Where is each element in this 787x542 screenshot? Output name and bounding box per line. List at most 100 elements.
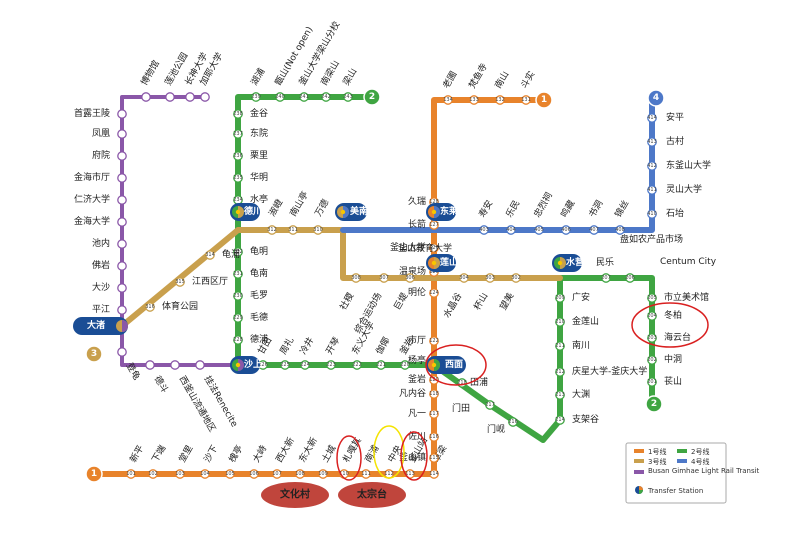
station-marker[interactable] <box>233 313 243 323</box>
station-marker[interactable] <box>443 95 453 105</box>
station-marker[interactable] <box>117 151 127 161</box>
station-marker[interactable] <box>148 469 158 479</box>
station-marker[interactable] <box>343 92 353 102</box>
station-marker[interactable] <box>485 273 495 283</box>
station-marker[interactable] <box>647 161 657 171</box>
station-marker[interactable] <box>647 333 657 343</box>
station-marker[interactable] <box>379 273 389 283</box>
station-marker[interactable] <box>295 469 305 479</box>
station-marker[interactable] <box>200 92 210 102</box>
station-marker[interactable] <box>145 360 155 370</box>
transfer-hub[interactable]: 西面 <box>426 356 466 374</box>
station-marker[interactable] <box>275 92 285 102</box>
station-marker[interactable] <box>555 341 565 351</box>
station-marker[interactable] <box>280 360 290 370</box>
station-marker[interactable] <box>249 469 259 479</box>
station-marker[interactable] <box>429 336 439 346</box>
station-marker[interactable] <box>233 335 243 345</box>
station-marker[interactable] <box>561 225 571 235</box>
station-marker[interactable] <box>233 291 243 301</box>
station-marker[interactable] <box>233 151 243 161</box>
station-marker[interactable] <box>429 389 439 399</box>
station-marker[interactable] <box>117 217 127 227</box>
station-marker[interactable] <box>429 409 439 419</box>
station-marker[interactable] <box>117 239 127 249</box>
station-marker[interactable] <box>647 137 657 147</box>
transfer-hub[interactable]: 莲山 <box>426 254 458 272</box>
station-marker[interactable] <box>185 92 195 102</box>
transfer-hub[interactable]: 大渚 <box>73 317 128 335</box>
station-marker[interactable] <box>225 469 235 479</box>
station-marker[interactable] <box>117 109 127 119</box>
station-marker[interactable] <box>233 247 243 257</box>
station-marker[interactable] <box>141 92 151 102</box>
station-marker[interactable] <box>233 173 243 183</box>
station-marker[interactable] <box>351 273 361 283</box>
station-marker[interactable] <box>506 225 516 235</box>
station-marker[interactable] <box>267 225 277 235</box>
station-marker[interactable] <box>647 377 657 387</box>
station-marker[interactable] <box>485 400 495 410</box>
station-marker[interactable] <box>117 173 127 183</box>
station-marker[interactable] <box>601 273 611 283</box>
station-marker[interactable] <box>175 277 185 287</box>
transfer-hub[interactable]: 东莱 <box>426 203 459 221</box>
station-marker[interactable] <box>195 360 205 370</box>
station-marker[interactable] <box>479 225 489 235</box>
station-marker[interactable] <box>233 129 243 139</box>
transfer-hub[interactable]: 美南 <box>335 203 368 221</box>
station-marker[interactable] <box>165 92 175 102</box>
station-marker[interactable] <box>288 225 298 235</box>
station-marker[interactable] <box>376 360 386 370</box>
station-marker[interactable] <box>300 360 310 370</box>
station-marker[interactable] <box>647 113 657 123</box>
station-marker[interactable] <box>205 250 215 260</box>
station-marker[interactable] <box>534 225 544 235</box>
station-marker[interactable] <box>321 92 331 102</box>
station-marker[interactable] <box>352 360 362 370</box>
station-marker[interactable] <box>251 92 261 102</box>
station-marker[interactable] <box>429 243 439 253</box>
station-marker[interactable] <box>117 283 127 293</box>
station-marker[interactable] <box>405 273 415 283</box>
station-marker[interactable] <box>555 415 565 425</box>
station-marker[interactable] <box>117 129 127 139</box>
station-marker[interactable] <box>272 469 282 479</box>
station-marker[interactable] <box>175 469 185 479</box>
station-marker[interactable] <box>318 469 328 479</box>
station-marker[interactable] <box>647 293 657 303</box>
station-marker[interactable] <box>469 95 479 105</box>
station-marker[interactable] <box>508 417 518 427</box>
station-marker[interactable] <box>117 305 127 315</box>
station-marker[interactable] <box>555 367 565 377</box>
station-marker[interactable] <box>200 469 210 479</box>
station-marker[interactable] <box>555 390 565 400</box>
station-marker[interactable] <box>625 273 635 283</box>
station-marker[interactable] <box>299 92 309 102</box>
station-marker[interactable] <box>233 109 243 119</box>
station-marker[interactable] <box>495 95 505 105</box>
station-marker[interactable] <box>647 311 657 321</box>
station-marker[interactable] <box>429 432 439 442</box>
station-marker[interactable] <box>326 360 336 370</box>
station-marker[interactable] <box>429 288 439 298</box>
station-marker[interactable] <box>647 355 657 365</box>
station-marker[interactable] <box>233 269 243 279</box>
station-marker[interactable] <box>511 273 521 283</box>
station-marker[interactable] <box>170 360 180 370</box>
station-marker[interactable] <box>400 360 410 370</box>
station-marker[interactable] <box>117 347 127 357</box>
station-marker[interactable] <box>313 225 323 235</box>
transfer-hub[interactable]: 沙上 <box>230 356 262 374</box>
station-marker[interactable] <box>521 95 531 105</box>
station-marker[interactable] <box>145 302 155 312</box>
station-marker[interactable] <box>117 261 127 271</box>
station-marker[interactable] <box>647 185 657 195</box>
station-marker[interactable] <box>429 453 439 463</box>
station-marker[interactable] <box>117 195 127 205</box>
transfer-hub[interactable]: 水营 <box>552 254 584 272</box>
station-marker[interactable] <box>555 293 565 303</box>
station-marker[interactable] <box>647 209 657 219</box>
station-marker[interactable] <box>459 273 469 283</box>
station-marker[interactable] <box>429 469 439 479</box>
